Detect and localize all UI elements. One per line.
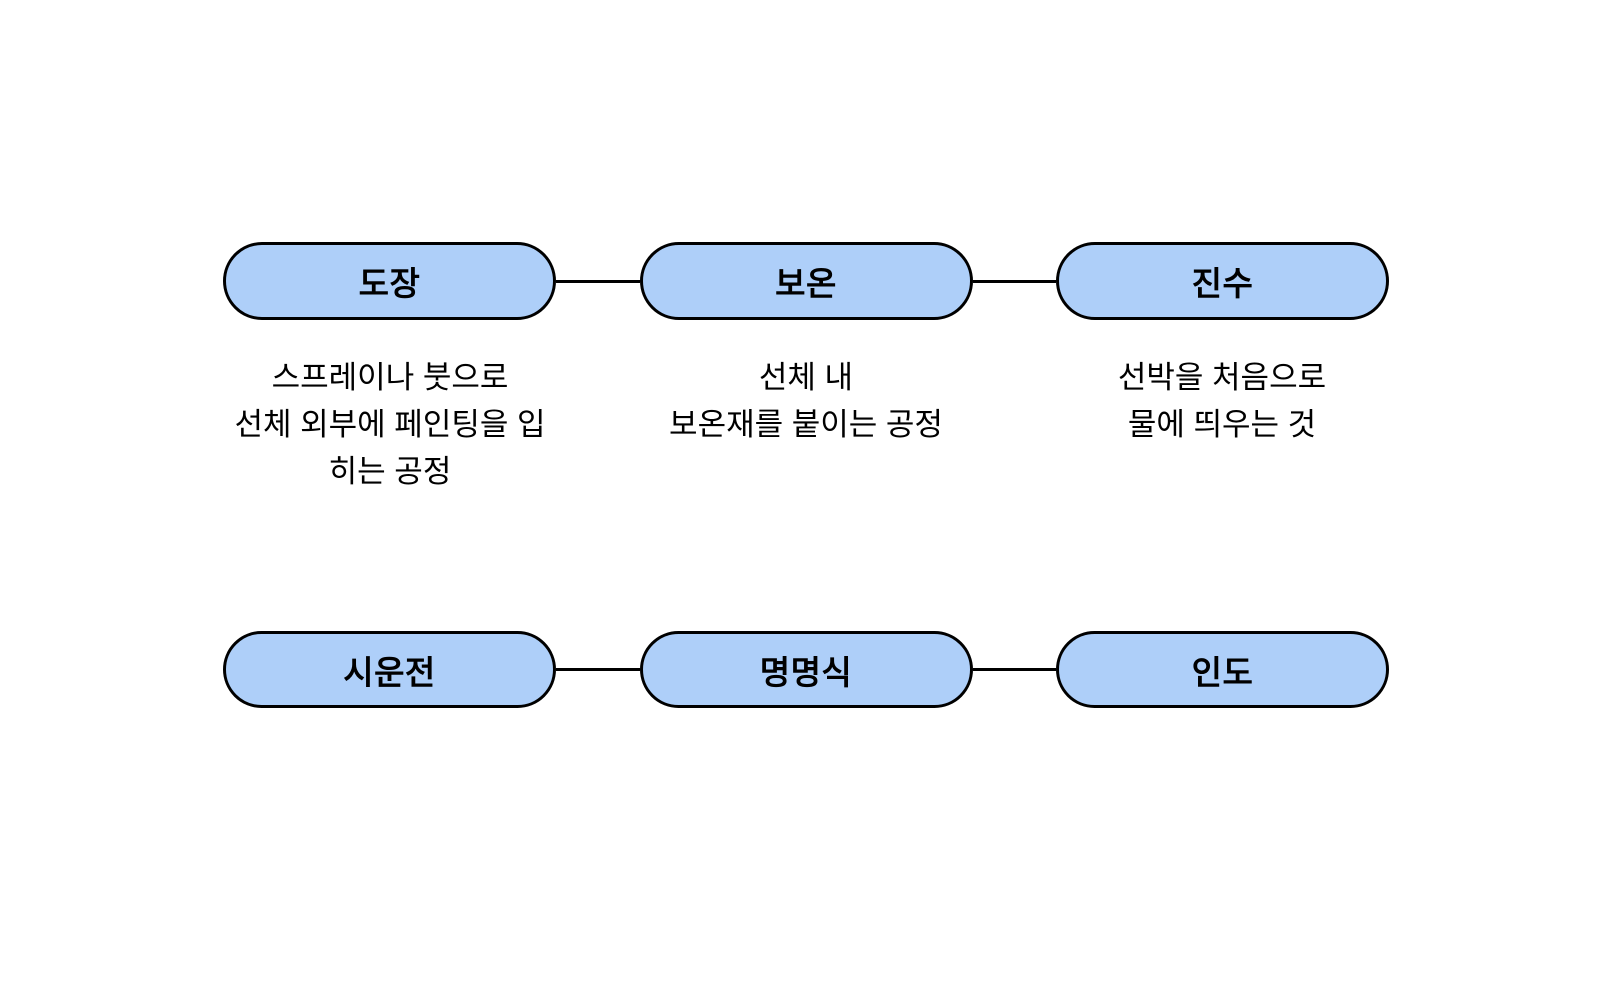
connector-line bbox=[556, 668, 640, 671]
node-launching-description: 선박을 처음으로 물에 띄우는 것 bbox=[1012, 354, 1432, 448]
node-launching: 진수 bbox=[1056, 242, 1389, 320]
flow-row-bottom: 시운전 명명식 인도 bbox=[223, 631, 1389, 708]
description-line: 선체 외부에 페인팅을 입 bbox=[234, 407, 546, 442]
flow-row-top: 도장 보온 진수 bbox=[223, 242, 1389, 320]
description-line: 보온재를 붙이는 공정 bbox=[669, 407, 943, 442]
description-line: 물에 띄우는 것 bbox=[1127, 407, 1317, 442]
node-insulation-description: 선체 내 보온재를 붙이는 공정 bbox=[596, 354, 1016, 448]
node-painting-label: 도장 bbox=[358, 265, 421, 302]
connector-line bbox=[972, 279, 1056, 283]
node-painting: 도장 bbox=[223, 242, 556, 320]
node-insulation: 보온 bbox=[639, 242, 973, 320]
node-delivery-label: 인도 bbox=[1191, 653, 1254, 691]
connector-line bbox=[972, 668, 1056, 671]
node-naming-ceremony-label: 명명식 bbox=[759, 653, 853, 691]
connector-line bbox=[556, 279, 640, 283]
node-launching-label: 진수 bbox=[1191, 265, 1254, 302]
description-line: 히는 공정 bbox=[328, 454, 452, 489]
description-line: 선박을 처음으로 bbox=[1117, 360, 1327, 395]
node-insulation-label: 보온 bbox=[775, 265, 837, 302]
node-painting-description: 스프레이나 붓으로 선체 외부에 페인팅을 입 히는 공정 bbox=[180, 354, 600, 495]
description-line: 스프레이나 붓으로 bbox=[271, 360, 509, 395]
node-sea-trial-label: 시운전 bbox=[343, 653, 436, 691]
node-sea-trial: 시운전 bbox=[223, 631, 556, 708]
description-line: 선체 내 bbox=[758, 360, 854, 395]
node-delivery: 인도 bbox=[1056, 631, 1389, 708]
node-naming-ceremony: 명명식 bbox=[639, 631, 973, 708]
